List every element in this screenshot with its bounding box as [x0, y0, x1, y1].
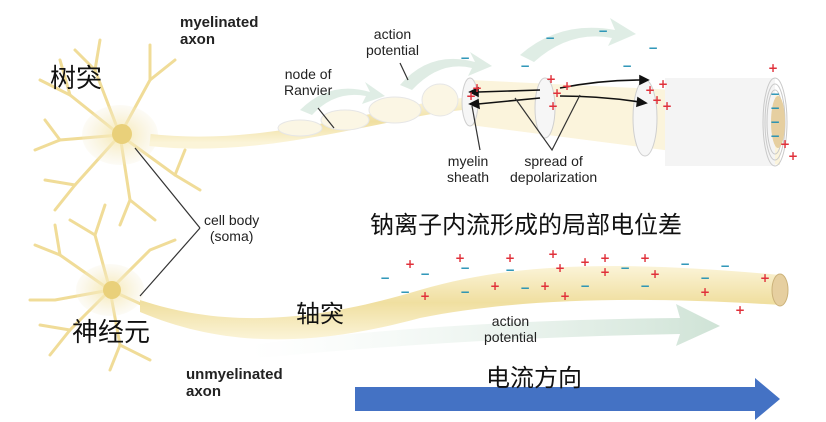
cell-body-line1: cell body [204, 212, 260, 228]
spread-line1: spread of [524, 153, 583, 169]
svg-text:+: + [562, 79, 572, 93]
svg-text:−: − [520, 281, 530, 295]
svg-text:−: − [520, 59, 530, 73]
svg-text:−: − [720, 259, 730, 273]
svg-text:+: + [735, 303, 745, 317]
bottom-axon-end [771, 273, 789, 307]
bottom-charges: ++ ++ ++ ++ ++ ++ ++ ++ + −− −− −− −− −−… [380, 247, 770, 317]
svg-text:−: − [400, 285, 410, 299]
top-ap-arrows [300, 18, 636, 115]
sodium-influx-cn-label: 钠离子内流形成的局部电位差 [370, 211, 682, 239]
cell-body-line2: (soma) [209, 228, 254, 244]
unmyelinated-axon-line2: axon [186, 383, 222, 400]
svg-text:−: − [580, 279, 590, 293]
svg-text:+: + [472, 81, 482, 95]
myelin-segments [277, 83, 459, 137]
bottom-nucleus [103, 281, 121, 299]
svg-text:+: + [652, 93, 662, 107]
svg-text:−: − [380, 271, 390, 285]
myelin-sheath-label: myelin sheath [447, 153, 489, 185]
node-of-ranvier-label: node of Ranvier [284, 66, 332, 98]
myelin-sheath-line2: sheath [447, 169, 490, 185]
svg-text:+: + [490, 279, 500, 293]
svg-text:+: + [658, 77, 668, 91]
sheath-block [665, 78, 775, 166]
action-potential-bottom-line2: potential [484, 329, 537, 345]
myelinated-axon-label: myelinated axon [180, 14, 258, 48]
myelinated-axon-line2: axon [180, 31, 216, 48]
bottom-ap-arrow [250, 304, 720, 358]
svg-text:−: − [770, 87, 780, 101]
top-charges: ++ ++ ++ ++ ++ ++ + −− −− −− −− −− [460, 24, 798, 163]
svg-text:+: + [600, 265, 610, 279]
axon-core-end [771, 96, 785, 148]
svg-text:+: + [540, 279, 550, 293]
svg-text:+: + [640, 251, 650, 265]
svg-text:−: − [770, 115, 780, 129]
cell-body-pointer [134, 147, 201, 297]
axon-cn-label: 轴突 [296, 300, 344, 328]
svg-text:+: + [560, 289, 570, 303]
svg-text:+: + [600, 251, 610, 265]
svg-text:−: − [460, 285, 470, 299]
cell-body-label: cell body (soma) [204, 212, 259, 244]
top-nucleus [112, 124, 132, 144]
dendrite-cn-label: 树突 [50, 64, 103, 94]
unmyelinated-axon-line1: unmyelinated [186, 366, 283, 383]
svg-text:+: + [466, 89, 476, 103]
svg-text:−: − [460, 261, 470, 275]
node-of-ranvier-line1: node of [284, 66, 332, 82]
svg-text:−: − [620, 261, 630, 275]
svg-text:−: − [640, 279, 650, 293]
svg-text:+: + [455, 251, 465, 265]
svg-text:−: − [648, 41, 658, 55]
svg-text:+: + [548, 247, 558, 261]
action-potential-top-line2: potential [366, 42, 419, 58]
action-potential-bottom-line1: action [491, 313, 530, 329]
svg-text:+: + [780, 137, 790, 151]
node-of-ranvier-line2: Ranvier [284, 82, 333, 98]
svg-text:+: + [768, 61, 778, 75]
svg-text:+: + [552, 86, 562, 100]
svg-text:−: − [545, 31, 555, 45]
myelinated-axon-line1: myelinated [180, 14, 259, 31]
svg-text:−: − [420, 267, 430, 281]
svg-text:+: + [580, 255, 590, 269]
svg-text:+: + [405, 257, 415, 271]
neuron-cn-label: 神经元 [72, 318, 151, 348]
svg-text:+: + [700, 285, 710, 299]
svg-text:+: + [650, 267, 660, 281]
svg-text:−: − [460, 51, 470, 65]
current-direction-arrow [355, 378, 780, 420]
svg-text:+: + [555, 261, 565, 275]
svg-text:−: − [700, 271, 710, 285]
svg-text:−: − [770, 129, 780, 143]
svg-text:+: + [546, 72, 556, 86]
svg-text:−: − [680, 257, 690, 271]
bottom-axon [140, 265, 780, 340]
svg-text:+: + [788, 149, 798, 163]
svg-text:+: + [548, 99, 558, 113]
action-potential-bottom-label: action potential [484, 313, 537, 345]
top-pointer-lines [317, 62, 581, 152]
svg-text:−: − [505, 263, 515, 277]
svg-text:+: + [505, 251, 515, 265]
svg-text:−: − [598, 24, 608, 38]
svg-text:+: + [662, 99, 672, 113]
myelin-sheath-line1: myelin [447, 153, 489, 169]
svg-text:−: − [622, 59, 632, 73]
action-potential-top-line1: action [373, 26, 412, 42]
depolarization-arrows [468, 74, 650, 110]
unmyelinated-axon-label: unmyelinated axon [186, 366, 283, 400]
action-potential-top-label: action potential [366, 26, 419, 58]
spread-line2: depolarization [510, 169, 598, 185]
sheath-ring-2 [534, 77, 556, 139]
spread-of-depolarization-label: spread of depolarization [510, 153, 597, 185]
current-direction-cn-label: 电流方向 [486, 364, 582, 392]
svg-text:+: + [645, 83, 655, 97]
svg-text:−: − [770, 101, 780, 115]
svg-text:+: + [420, 289, 430, 303]
svg-text:+: + [760, 271, 770, 285]
